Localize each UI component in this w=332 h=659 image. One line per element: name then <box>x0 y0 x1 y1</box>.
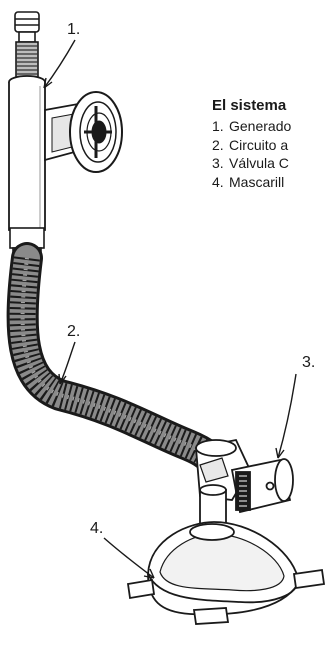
legend-item-number: 2. <box>212 136 229 155</box>
legend-item: 3.Válvula C <box>212 154 332 173</box>
legend-item-number: 4. <box>212 173 229 192</box>
arrow-1 <box>44 40 75 88</box>
legend-item: 2.Circuito a <box>212 136 332 155</box>
legend-item-number: 1. <box>212 117 229 136</box>
generator-body <box>9 76 82 230</box>
arrow-4 <box>104 538 154 578</box>
legend-item: 4.Mascarill <box>212 173 332 192</box>
callout-4: 4. <box>90 521 103 537</box>
arrow-2 <box>60 342 75 384</box>
callout-2: 2. <box>67 324 80 340</box>
legend-item-label: Generado <box>229 118 291 134</box>
legend-item-label: Circuito a <box>229 137 288 153</box>
legend: El sistema 1.Generado 2.Circuito a 3.Vál… <box>212 97 332 191</box>
callout-1: 1. <box>67 22 80 38</box>
legend-item-label: Válvula C <box>229 155 289 171</box>
legend-item-number: 3. <box>212 154 229 173</box>
mask <box>128 522 324 624</box>
top-fitting <box>15 12 39 78</box>
arrow-3 <box>278 374 296 458</box>
corrugated-hose <box>23 258 214 466</box>
legend-list: 1.Generado 2.Circuito a 3.Válvula C 4.Ma… <box>212 117 332 191</box>
legend-item-label: Mascarill <box>229 174 284 190</box>
callout-3: 3. <box>302 355 315 371</box>
legend-title: El sistema <box>212 97 332 114</box>
generator-valve-disc <box>70 92 122 172</box>
legend-item: 1.Generado <box>212 117 332 136</box>
